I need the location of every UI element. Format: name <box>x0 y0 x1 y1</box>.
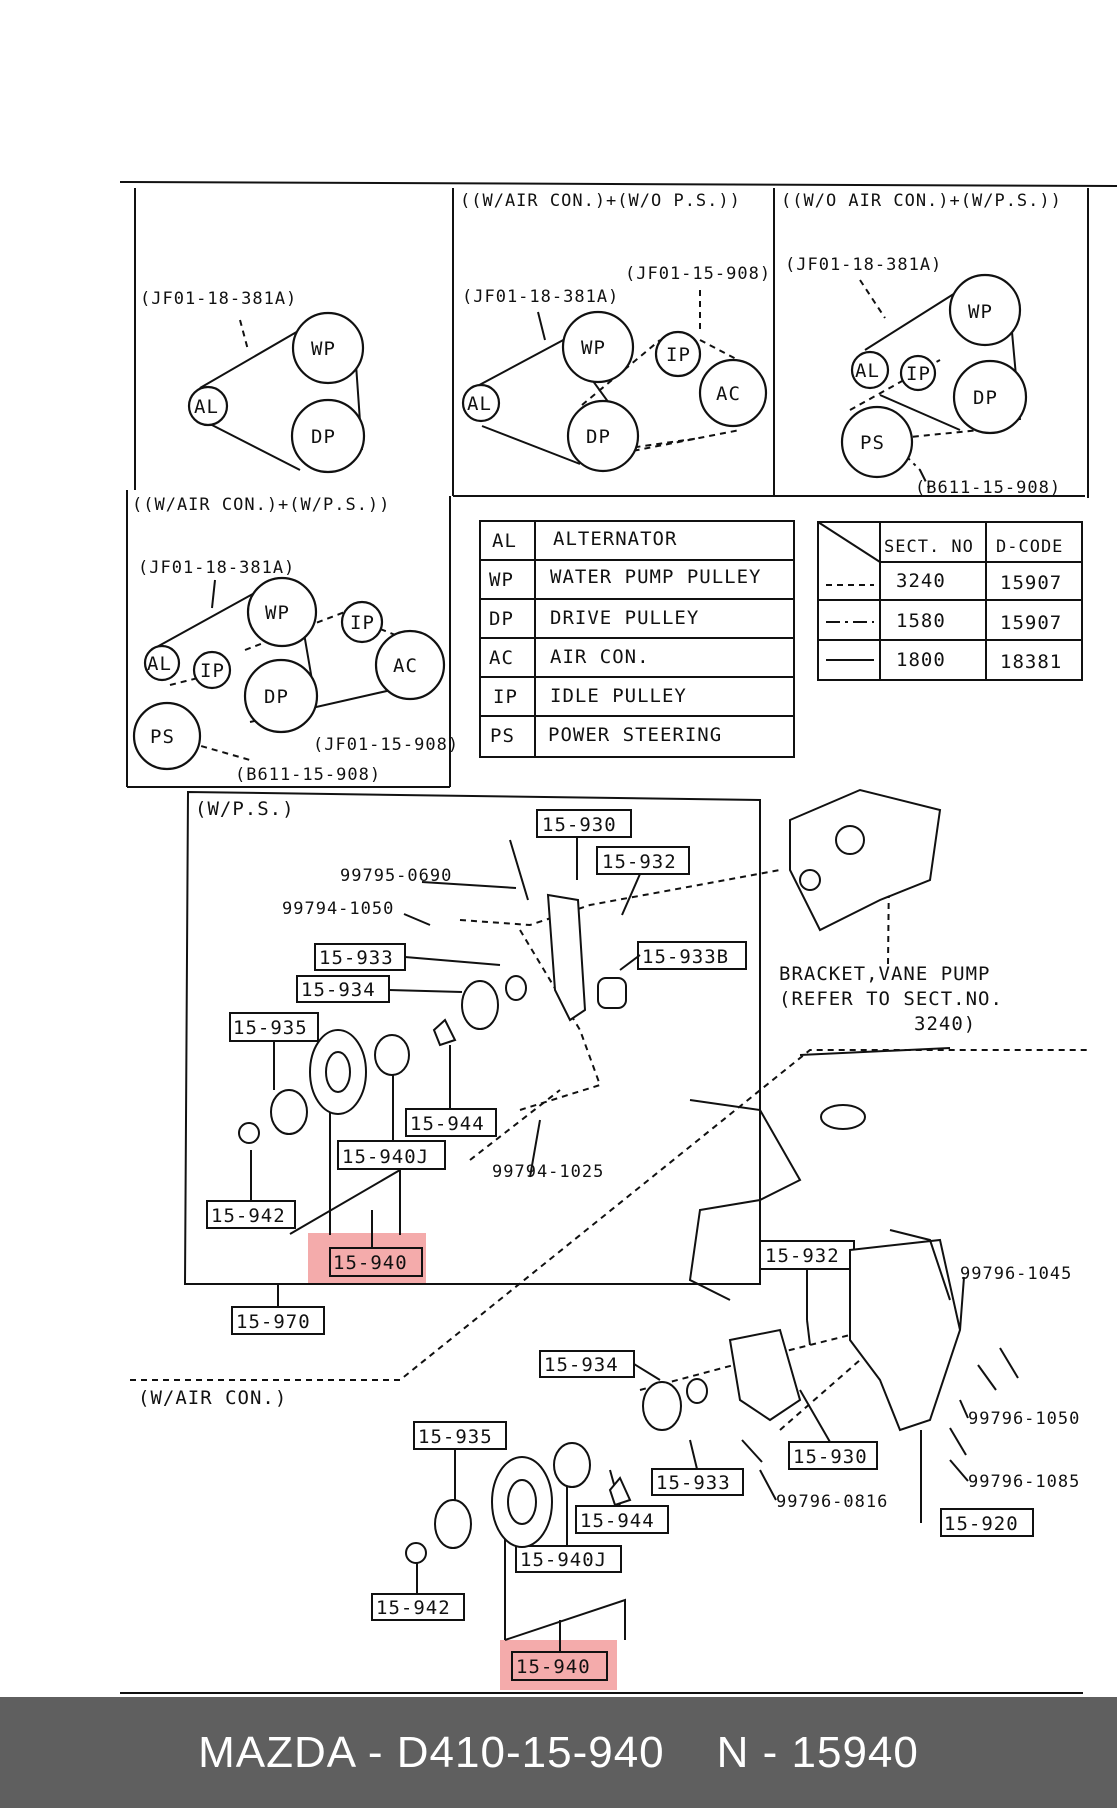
bolt-label: 99796-1045 <box>960 1264 1072 1284</box>
part-label[interactable]: 15-920 <box>944 1513 1019 1535</box>
diagram-title: ((W/AIR CON.)+(W/P.S.)) <box>132 495 390 515</box>
legend-name: AIR CON. <box>550 646 650 668</box>
part-label[interactable]: 15-942 <box>211 1205 286 1227</box>
legend-abbr: WP <box>489 569 514 591</box>
top-rule <box>119 181 1117 187</box>
part-label[interactable]: 15-932 <box>602 851 677 873</box>
d-code: 18381 <box>1000 651 1062 673</box>
belt-diagram-4: ((W/AIR CON.)+(W/P.S.)) (JF01-18-381A) (… <box>126 490 459 788</box>
pulley-label: WP <box>265 602 290 624</box>
part-label[interactable]: 15-944 <box>410 1113 485 1135</box>
section-header: SECT. NO <box>884 537 974 557</box>
legend-abbr: IP <box>493 686 518 708</box>
legend-table: AL ALTERNATOR WP WATER PUMP PULLEY DP DR… <box>479 520 795 758</box>
pulley-label: WP <box>311 338 336 360</box>
footer-bar: MAZDA - D410-15-940 N - 15940 <box>0 1697 1117 1808</box>
belt-diagram-1: (JF01-18-381A) AL WP DP <box>134 188 454 496</box>
highlight-box <box>308 1233 426 1283</box>
part-label[interactable]: 15-932 <box>765 1245 840 1267</box>
belt-code-label: (JF01-18-381A) <box>785 255 942 275</box>
part-label[interactable]: 15-933 <box>319 947 394 969</box>
part-label[interactable]: 15-933 <box>656 1472 731 1494</box>
part-label[interactable]: 15-930 <box>793 1446 868 1468</box>
belt-diagram-2: ((W/AIR CON.)+(W/O P.S.)) (JF01-18-381A)… <box>453 188 1085 497</box>
part-label[interactable]: 15-940J <box>342 1146 429 1168</box>
belt-code-label: (B611-15-908) <box>235 765 381 785</box>
legend-name: ALTERNATOR <box>553 528 677 550</box>
belt-code-label: (JF01-18-381A) <box>462 287 619 307</box>
part-label[interactable]: 15-935 <box>233 1017 308 1039</box>
pulley-label: PS <box>150 726 175 748</box>
legend-abbr: DP <box>489 608 514 630</box>
part-label[interactable]: 15-944 <box>580 1510 655 1532</box>
bolt-label: 99796-0816 <box>776 1492 888 1512</box>
pulley-label: AL <box>855 360 880 382</box>
pulley-label: IP <box>666 344 691 366</box>
part-label[interactable]: 15-934 <box>544 1354 619 1376</box>
bracket-note: (REFER TO SECT.NO. <box>779 988 1003 1010</box>
section-no: 1580 <box>896 610 946 632</box>
bolt-label: 99794-1025 <box>492 1162 604 1182</box>
part-label[interactable]: 15-940J <box>520 1549 607 1571</box>
bracket-note: BRACKET,VANE PUMP <box>779 963 990 985</box>
wps-exploded-view: (W/P.S.) 15-930 15-932 15-933 15-933B 15… <box>183 788 1003 1335</box>
diagram-title: ((W/AIR CON.)+(W/O P.S.)) <box>460 191 741 211</box>
belt-code-label: (JF01-15-908) <box>625 264 771 284</box>
pulley-label: DP <box>311 426 336 448</box>
pulley-label: IP <box>350 612 375 634</box>
section-title: (W/P.S.) <box>195 798 295 820</box>
legend-name: WATER PUMP PULLEY <box>550 566 761 588</box>
bolt-label: 99795-0690 <box>340 866 452 886</box>
section-table: SECT. NO D-CODE 3240 15907 1580 15907 18… <box>817 521 1083 681</box>
legend-abbr: PS <box>490 725 515 747</box>
legend-abbr: AL <box>492 530 517 552</box>
section-header: D-CODE <box>996 537 1063 557</box>
wac-exploded-view: (W/AIR CON.) 15-932 15-934 15-930 15-933… <box>130 1049 1090 1690</box>
d-code: 15907 <box>1000 572 1062 594</box>
pulley-label: AL <box>467 393 492 415</box>
pulley-label: AC <box>393 655 418 677</box>
bolt-label: 99796-1085 <box>968 1472 1080 1492</box>
highlighted-part-label[interactable]: 15-940 <box>516 1656 591 1678</box>
section-no: 3240 <box>896 570 946 592</box>
pulley-label: PS <box>860 432 885 454</box>
highlight-box <box>500 1640 617 1690</box>
highlighted-part-label[interactable]: 15-940 <box>333 1252 408 1274</box>
legend-name: IDLE PULLEY <box>550 685 687 707</box>
legend-name: POWER STEERING <box>548 724 722 746</box>
pulley-label: WP <box>968 301 993 323</box>
legend-name: DRIVE PULLEY <box>550 607 699 629</box>
d-code: 15907 <box>1000 612 1062 634</box>
footer-part-number: MAZDA - D410-15-940 <box>198 1727 665 1777</box>
pulley-label: AL <box>194 396 219 418</box>
part-label[interactable]: 15-930 <box>542 814 617 836</box>
pulley-label: DP <box>973 387 998 409</box>
bracket-note: 3240) <box>914 1013 976 1035</box>
legend-abbr: AC <box>489 647 514 669</box>
belt-code-label: (JF01-15-908) <box>313 735 459 755</box>
diagram-title: ((W/O AIR CON.)+(W/P.S.)) <box>781 191 1062 211</box>
belt-code-label: (B611-15-908) <box>915 478 1061 498</box>
part-label[interactable]: 15-970 <box>236 1311 311 1333</box>
part-label[interactable]: 15-935 <box>418 1426 493 1448</box>
bolt-label: 99796-1050 <box>968 1409 1080 1429</box>
belt-code-label: (JF01-18-381A) <box>138 558 295 578</box>
bolt-label: 99794-1050 <box>282 899 394 919</box>
pulley-label: IP <box>200 660 225 682</box>
pulley-label: AL <box>147 653 172 675</box>
part-label[interactable]: 15-934 <box>301 979 376 1001</box>
footer-code: N - 15940 <box>716 1727 919 1777</box>
pulley-label: DP <box>264 686 289 708</box>
part-label[interactable]: 15-942 <box>376 1597 451 1619</box>
pulley-label: AC <box>716 383 741 405</box>
part-label[interactable]: 15-933B <box>642 946 729 968</box>
pulley-label: WP <box>581 337 606 359</box>
section-title: (W/AIR CON.) <box>138 1387 287 1409</box>
belt-code-label: (JF01-18-381A) <box>140 289 297 309</box>
belt-diagram-3: ((W/O AIR CON.)+(W/P.S.)) (JF01-18-381A)… <box>781 188 1089 498</box>
pulley-label: IP <box>906 363 931 385</box>
section-no: 1800 <box>896 649 946 671</box>
pulley-label: DP <box>586 426 611 448</box>
